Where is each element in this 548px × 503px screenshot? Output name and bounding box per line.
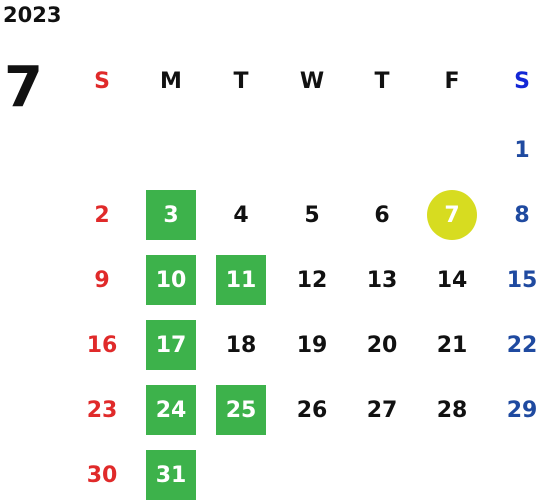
day-cell[interactable]: 2 — [94, 202, 110, 228]
day-cell[interactable]: 12 — [296, 267, 328, 293]
weekday-header: T — [374, 68, 390, 94]
day-cell[interactable]: 27 — [366, 397, 398, 423]
day-cell[interactable]: 19 — [296, 332, 328, 358]
day-cell[interactable]: 17 — [146, 320, 196, 370]
day-cell[interactable]: 30 — [86, 462, 118, 488]
day-cell[interactable]: 14 — [436, 267, 468, 293]
day-cell[interactable]: 28 — [436, 397, 468, 423]
day-cell[interactable]: 25 — [216, 385, 266, 435]
day-cell[interactable]: 9 — [94, 267, 110, 293]
day-cell[interactable]: 7 — [427, 190, 477, 240]
day-cell[interactable]: 24 — [146, 385, 196, 435]
weekday-header: S — [94, 68, 110, 94]
day-cell[interactable]: 20 — [366, 332, 398, 358]
weekday-header: M — [160, 68, 182, 94]
day-cell[interactable]: 6 — [374, 202, 390, 228]
day-cell[interactable]: 13 — [366, 267, 398, 293]
day-cell[interactable]: 5 — [304, 202, 320, 228]
day-cell[interactable]: 29 — [506, 397, 538, 423]
day-cell[interactable]: 18 — [225, 332, 257, 358]
day-cell[interactable]: 10 — [146, 255, 196, 305]
year-label: 2023 — [3, 3, 62, 27]
day-cell[interactable]: 23 — [86, 397, 118, 423]
day-cell[interactable]: 3 — [146, 190, 196, 240]
day-cell[interactable]: 8 — [514, 202, 530, 228]
day-cell[interactable]: 16 — [86, 332, 118, 358]
day-cell[interactable]: 22 — [506, 332, 538, 358]
month-number: 7 — [4, 55, 43, 120]
weekday-header: W — [299, 68, 325, 94]
day-cell[interactable]: 31 — [146, 450, 196, 500]
weekday-header: F — [444, 68, 460, 94]
weekday-header: T — [233, 68, 249, 94]
day-cell[interactable]: 1 — [514, 137, 530, 163]
day-cell[interactable]: 15 — [506, 267, 538, 293]
day-cell[interactable]: 26 — [296, 397, 328, 423]
day-cell[interactable]: 21 — [436, 332, 468, 358]
day-cell[interactable]: 4 — [233, 202, 249, 228]
day-cell[interactable]: 11 — [216, 255, 266, 305]
weekday-header: S — [514, 68, 530, 94]
